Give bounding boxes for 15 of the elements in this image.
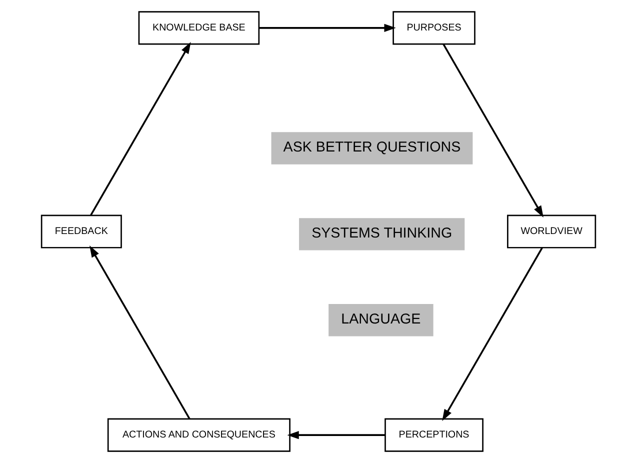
arrow	[90, 246, 190, 420]
node-box: WORLDVIEW	[507, 214, 596, 248]
label: ASK BETTER QUESTIONS	[283, 140, 461, 156]
node-box: FEEDBACK	[40, 214, 122, 248]
arrow	[90, 42, 191, 216]
label: SYSTEMS THINKING	[312, 226, 452, 242]
arrow	[442, 44, 544, 218]
arrow	[287, 431, 386, 440]
label: LANGUAGE	[341, 312, 421, 328]
node-box: KNOWLEDGE BASE	[138, 11, 260, 45]
arrow	[259, 24, 396, 32]
arrow	[442, 247, 543, 422]
node-box: ACTIONS AND CONSEQUENCES	[107, 418, 290, 452]
node-box: PERCEPTIONS	[384, 418, 484, 452]
node-box: PURPOSES	[392, 11, 476, 45]
